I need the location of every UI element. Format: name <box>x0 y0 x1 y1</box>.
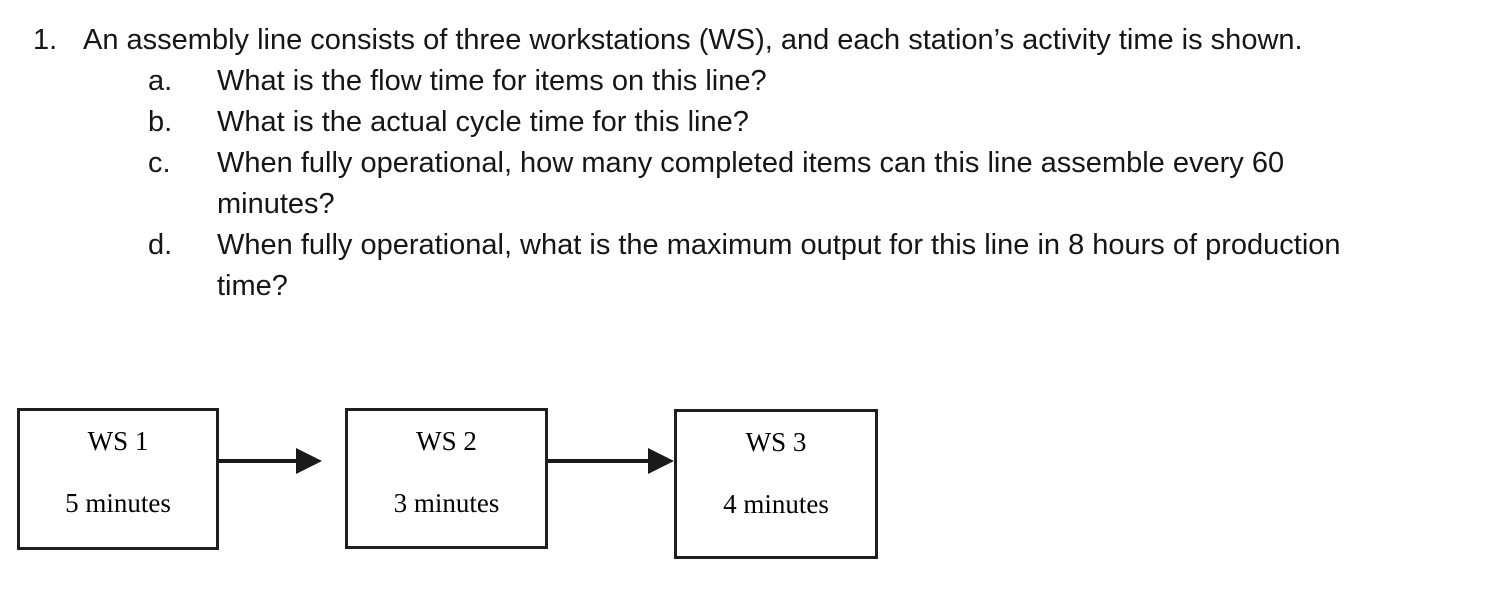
workstation-box-2: WS 2 3 minutes <box>345 408 548 549</box>
flow-arrow-1-arrowhead-icon <box>296 448 322 474</box>
question-item-c: c. When fully operational, how many comp… <box>148 143 1490 225</box>
workstation-2-name: WS 2 <box>416 426 477 456</box>
question-item-a: a. What is the flow time for items on th… <box>148 61 1490 102</box>
workstation-1-name: WS 1 <box>87 426 149 456</box>
question-line: 1. An assembly line consists of three wo… <box>33 20 1490 61</box>
workstation-box-1: WS 1 5 minutes <box>17 408 219 550</box>
item-b-text: What is the actual cycle time for this l… <box>217 106 749 138</box>
workstation-3-name: WS 3 <box>745 427 807 457</box>
flow-arrow-2-arrowhead-icon <box>648 448 674 474</box>
item-a-text: What is the flow time for items on this … <box>217 65 767 97</box>
question-item-b: b. What is the actual cycle time for thi… <box>148 102 1490 143</box>
item-a-label: a. <box>148 65 173 97</box>
item-d-text-line1: When fully operational, what is the maxi… <box>217 229 1341 261</box>
workstation-3-time: 4 minutes <box>723 489 829 519</box>
question-number: 1. <box>33 24 58 56</box>
flow-arrow-1-line <box>218 459 298 463</box>
workstation-2-time: 3 minutes <box>393 488 500 518</box>
item-b-label: b. <box>148 106 173 138</box>
item-d-text-line2: time? <box>217 270 288 302</box>
question-item-d: d. When fully operational, what is the m… <box>148 225 1490 307</box>
question-block: 1. An assembly line consists of three wo… <box>33 20 1490 307</box>
workstation-1-time: 5 minutes <box>65 488 171 518</box>
workstation-box-3: WS 3 4 minutes <box>674 409 878 559</box>
item-c-label: c. <box>148 147 171 179</box>
item-d-label: d. <box>148 229 173 261</box>
item-c-text-line2: minutes? <box>217 188 335 220</box>
question-text: An assembly line consists of three works… <box>83 24 1303 56</box>
flow-arrow-2-line <box>548 459 650 463</box>
assembly-line-diagram: WS 1 5 minutes WS 2 3 minutes WS 3 4 min… <box>0 408 1490 583</box>
item-c-text-line1: When fully operational, how many complet… <box>217 147 1285 179</box>
